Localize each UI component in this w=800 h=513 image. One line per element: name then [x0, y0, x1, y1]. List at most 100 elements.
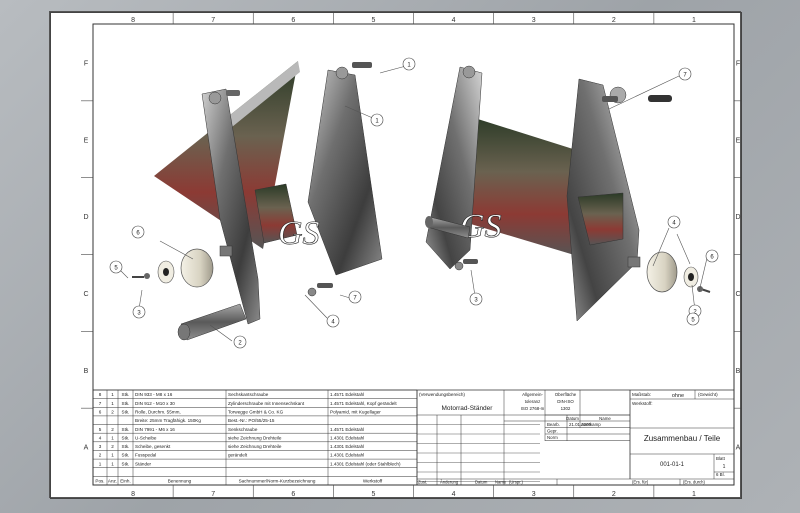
- bom-cell: Best.-Nr.: PO/55/25-15: [228, 418, 275, 423]
- zone-column-label: 7: [211, 17, 215, 24]
- left-wheel: [180, 248, 214, 288]
- bom-cell: 2: [111, 444, 114, 449]
- left-stand-plate: [201, 88, 261, 325]
- item-balloon-number: 4: [331, 319, 335, 325]
- verwendung-label: (Verwendungsbereich): [419, 392, 465, 397]
- bom-cell: Stk.: [122, 409, 130, 414]
- bom-cell: 1: [111, 392, 114, 397]
- zone-row-label: A: [736, 445, 741, 452]
- screw-8-left: [352, 62, 372, 68]
- bom-cell: 1.4301 Edelstahl: [330, 444, 364, 449]
- item-balloon-number: 3: [474, 297, 478, 303]
- bearb-date: 21.01.2009: [569, 422, 592, 427]
- bom-cell: 3: [99, 444, 102, 449]
- bom-header: Sachnummer/Norm-Kurzbezeichnung: [239, 479, 316, 484]
- revision-header: Zust.: [418, 480, 427, 485]
- item-balloon: [109, 260, 123, 274]
- massstab-label: Maßstab:: [632, 392, 651, 397]
- oberflaeche: Oberfläche: [555, 392, 577, 397]
- oberflaeche: 1302: [561, 406, 571, 411]
- revision-header: Datum: [475, 480, 488, 485]
- gewicht-label: (Gewicht): [698, 392, 718, 397]
- gs-logo-left: GS: [278, 215, 320, 252]
- blatt-value: 1: [723, 464, 726, 470]
- bom-header: Werkstoff: [363, 479, 383, 484]
- bom-cell: 8: [99, 392, 102, 397]
- bom-cell: 2: [111, 409, 114, 414]
- bom-cell: Torwegge GmbH & Co. KG: [228, 409, 284, 414]
- bom-cell: Stk.: [122, 427, 130, 432]
- zone-column-label: 6: [291, 17, 295, 24]
- bom-cell: 1.4301 Edelstahl: [330, 435, 364, 440]
- bom-cell: 1: [111, 401, 114, 406]
- bom-cell: Zylinderschraube mit Innensechskant: [228, 401, 305, 406]
- zone-column-label: 3: [532, 491, 536, 498]
- bom-cell: Stk.: [122, 444, 130, 449]
- zone-row-label: C: [83, 291, 88, 298]
- left-pedal: [180, 303, 247, 341]
- bom-cell: 1: [111, 453, 114, 458]
- bom-cell: gerändelt: [228, 453, 248, 458]
- bom-cell: 5: [99, 427, 102, 432]
- bom-cell: 1.4571 Edelstahl: [330, 392, 364, 397]
- item-balloon-number: 5: [691, 317, 695, 323]
- bom-cell: DIN 912 - M10 x 30: [135, 401, 175, 406]
- zone-row-label: C: [735, 291, 740, 298]
- bom-cell: U-Scheibe: [135, 435, 157, 440]
- bom-cell: Scheibe, gesenkt: [135, 444, 171, 449]
- item-balloon-number: 1: [407, 62, 411, 68]
- bom-cell: Stk.: [122, 453, 130, 458]
- bom-cell: Breite: 25mm Tragfähigk. 150Kg: [135, 418, 201, 423]
- gepr-label: Gepr.: [547, 429, 558, 434]
- zone-column-label: 4: [452, 17, 456, 24]
- name-label: Name: [599, 416, 611, 421]
- bom-cell: 1.4571 Edelstahl: [330, 427, 364, 432]
- item-balloon-number: 2: [693, 309, 697, 315]
- item-balloon: [370, 113, 384, 127]
- bom-cell: Ständer: [135, 461, 152, 466]
- item-balloon: [678, 67, 692, 81]
- bom-cell: 6: [99, 409, 102, 414]
- bom-header: Benennung: [168, 479, 192, 484]
- item-balloon: [402, 57, 416, 71]
- revision-header: Name: [495, 480, 507, 485]
- item-balloon: [469, 292, 483, 306]
- zone-column-label: 5: [371, 491, 375, 498]
- zone-column-label: 1: [692, 17, 696, 24]
- massstab-value: ohne: [672, 393, 684, 399]
- bom-cell: 4: [99, 435, 102, 440]
- allgemeintoleranz: Allgemein-: [522, 392, 543, 397]
- bom-cell: 7: [99, 401, 102, 406]
- allgemeintoleranz: toleranz: [525, 399, 541, 404]
- revision-header: (Urspr.): [509, 480, 524, 485]
- bom-header: Einh.: [120, 479, 130, 484]
- bom-header: Pos.: [95, 479, 104, 484]
- item-balloon-number: 6: [136, 230, 140, 236]
- screw-7-right: [648, 95, 672, 102]
- bom-cell: 1: [111, 435, 114, 440]
- bom-cell: 1.4301 Edelstahl (oder Stahlblech): [330, 461, 401, 466]
- item-balloon-number: 2: [238, 340, 242, 346]
- bom-cell: 1.4571 Edelstahl, Kopf gerändelt: [330, 401, 397, 406]
- zone-row-label: D: [83, 214, 88, 221]
- zone-column-label: 2: [612, 491, 616, 498]
- item-balloon: [233, 335, 247, 349]
- item-balloon: [348, 290, 362, 304]
- bom-cell: Fusspedal: [135, 453, 156, 458]
- bom-cell: DIN 7991 - M6 x 16: [135, 427, 175, 432]
- allgemeintoleranz: ISO 2768-m: [521, 406, 545, 411]
- datum-label: Datum: [566, 416, 579, 421]
- zone-column-label: 4: [452, 491, 456, 498]
- right-platform-top: [454, 115, 592, 257]
- zone-row-label: B: [736, 368, 741, 375]
- bom-cell: DIN 933 - M8 x 16: [135, 392, 173, 397]
- bearb-label: Bearb.: [547, 422, 560, 427]
- zone-row-label: E: [84, 137, 89, 144]
- zone-column-label: 3: [532, 17, 536, 24]
- drawing-number: 001-01-1: [660, 462, 685, 468]
- bom-cell: 2: [111, 427, 114, 432]
- bom-cell: 1: [99, 461, 102, 466]
- zone-row-label: B: [84, 368, 89, 375]
- zone-column-label: 8: [131, 491, 135, 498]
